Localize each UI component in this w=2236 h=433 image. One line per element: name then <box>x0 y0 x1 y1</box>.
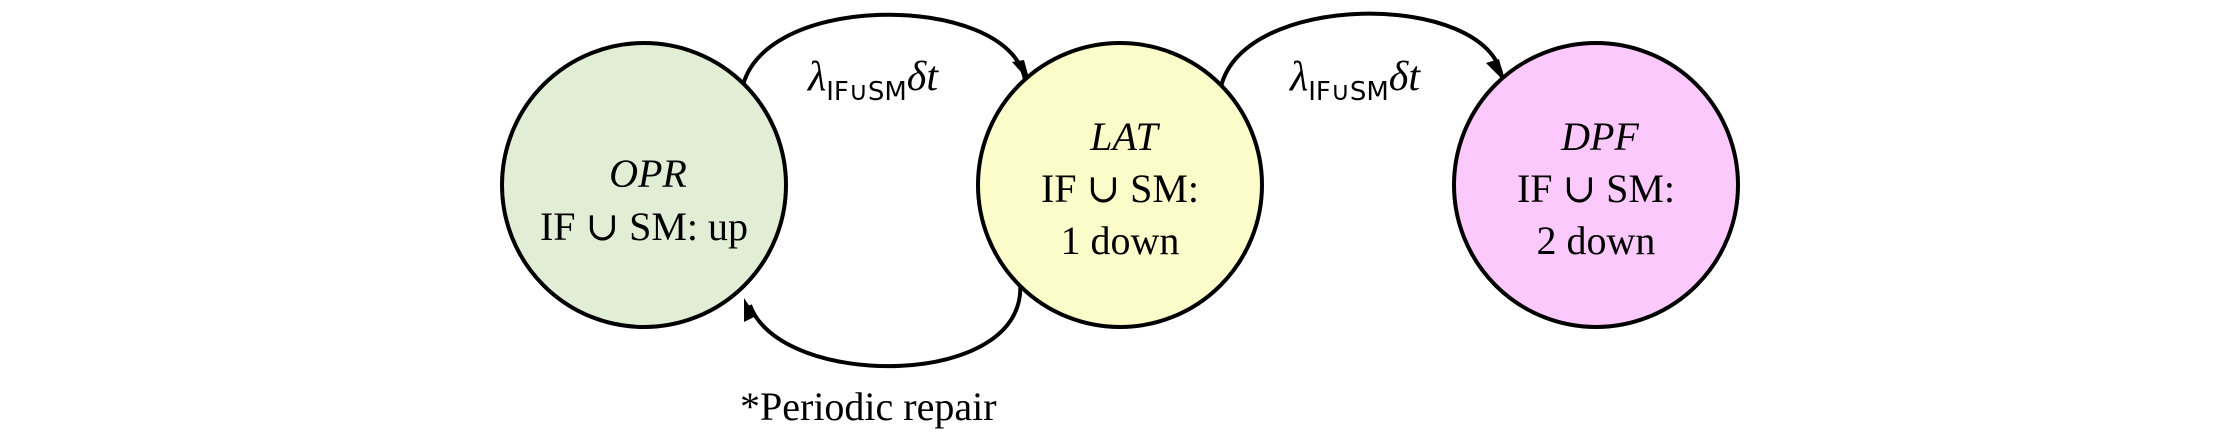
state-desc-lat-line2: 1 down <box>1061 218 1180 263</box>
arrowhead-lat-to-opr <box>744 298 756 322</box>
state-desc-lat-line1: IF ∪ SM: <box>1041 166 1199 211</box>
rate-label-lat-to-dpf: λIF∪SMδt <box>1288 54 1421 107</box>
state-name-lat: LAT <box>1089 114 1160 159</box>
rate-subscript-lat-dpf: IF∪SM <box>1308 77 1389 107</box>
state-circle-lat <box>976 41 1264 329</box>
rate-symbol-opr-lat: λ <box>806 54 826 100</box>
state-circle-dpf <box>1452 41 1740 329</box>
rate-symbol-lat-dpf: λ <box>1288 54 1308 100</box>
rate-label-opr-to-lat: λIF∪SMδt <box>806 54 939 107</box>
state-name-opr: OPR <box>609 151 687 196</box>
state-desc-dpf-line1: IF ∪ SM: <box>1517 166 1675 211</box>
periodic-repair-label: *Periodic repair <box>740 384 997 429</box>
state-desc-opr-line1: IF ∪ SM: up <box>540 204 748 249</box>
state-desc-dpf-line2: 2 down <box>1537 218 1656 263</box>
rate-subscript-opr-lat: IF∪SM <box>826 77 907 107</box>
rate-suffix-opr-lat: δt <box>907 54 940 100</box>
rate-suffix-lat-dpf: δt <box>1389 54 1422 100</box>
arc-opr-to-lat <box>739 12 1027 100</box>
state-name-dpf: DPF <box>1560 114 1639 159</box>
arrowhead-lat-to-dpf <box>1486 59 1505 82</box>
arc-lat-to-opr-repair <box>748 281 1023 369</box>
state-circle-opr <box>500 41 788 329</box>
arc-lat-to-dpf <box>1218 11 1504 93</box>
